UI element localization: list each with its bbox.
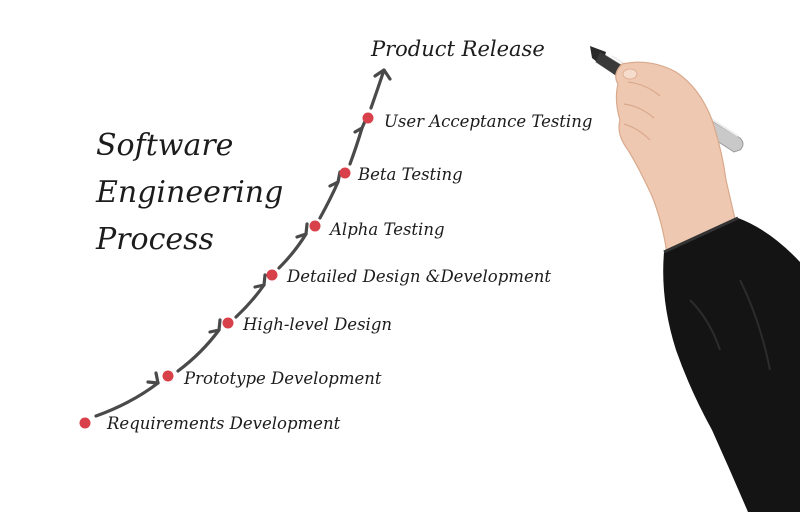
title-line-1: Software (96, 128, 234, 163)
arrow-6 (348, 117, 368, 166)
step-label-beta-testing: Beta Testing (357, 165, 463, 184)
step-dot-5 (309, 220, 321, 232)
step-label-user-acceptance: User Acceptance Testing (384, 112, 592, 131)
step-dot-1 (79, 417, 91, 429)
arrow-5 (318, 170, 342, 220)
step-label-high-level-design: High-level Design (242, 315, 392, 334)
hand-with-marker-icon (590, 46, 800, 512)
title-line-2: Engineering (96, 175, 284, 210)
step-dot-2 (162, 370, 174, 382)
step-dot-3 (222, 317, 234, 329)
step-label-detailed-design: Detailed Design &Development (286, 267, 551, 286)
arrow-1 (94, 371, 160, 418)
arrows (94, 68, 392, 418)
arrow-7 (369, 68, 392, 110)
step-label-requirements: Requirements Development (106, 414, 341, 433)
title-line-3: Process (96, 222, 214, 257)
hand-icon (615, 61, 739, 263)
sleeve-icon (663, 216, 800, 512)
arrow-4 (277, 222, 309, 270)
step-dot-7 (362, 112, 374, 124)
step-labels: Requirements Development Prototype Devel… (106, 37, 592, 433)
step-label-alpha-testing: Alpha Testing (328, 220, 445, 239)
step-dot-4 (266, 269, 278, 281)
step-dot-6 (339, 167, 351, 179)
step-label-product-release: Product Release (370, 37, 545, 61)
arrow-2 (176, 318, 222, 373)
step-dots (79, 112, 374, 429)
arrow-3 (234, 273, 267, 319)
step-label-prototype: Prototype Development (183, 369, 382, 388)
diagram-title: Software Engineering Process (96, 122, 336, 263)
